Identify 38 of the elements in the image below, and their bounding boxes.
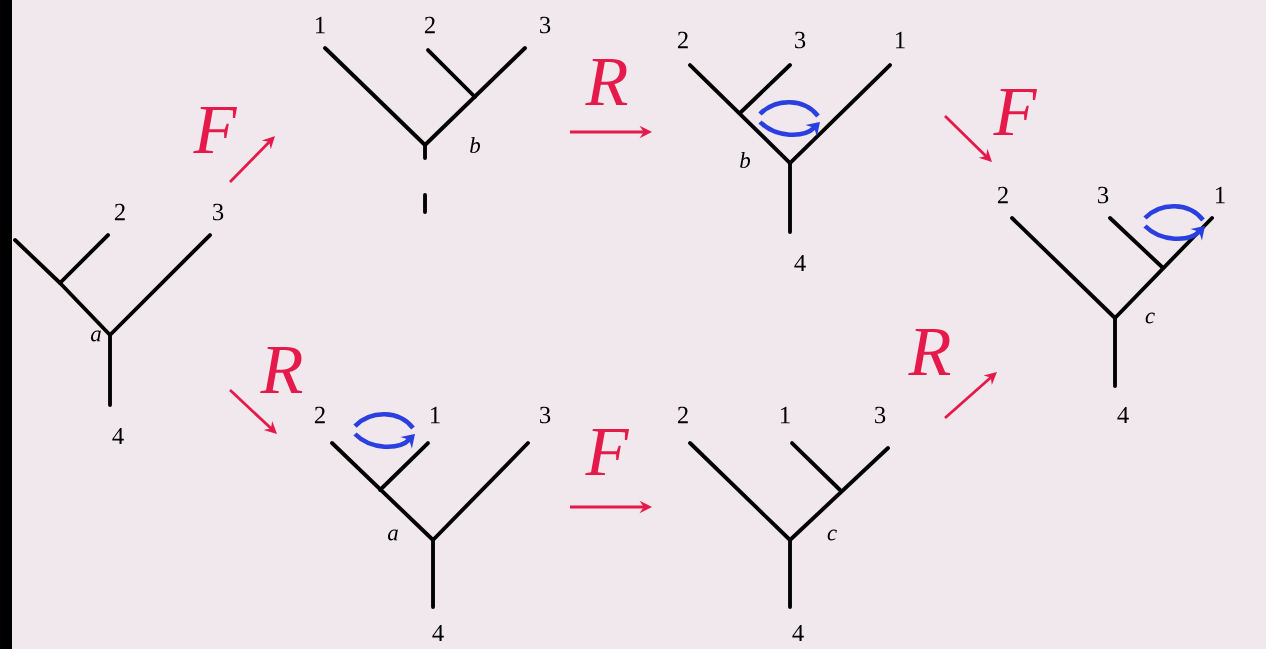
node-label: b bbox=[470, 136, 480, 154]
arrow bbox=[229, 136, 275, 183]
leaf-label: 2 bbox=[314, 406, 325, 424]
leaf-label: 2 bbox=[677, 406, 688, 424]
leaf-label: 4 bbox=[794, 254, 806, 272]
leaf-label: 3 bbox=[795, 31, 806, 49]
leaf-label: 3 bbox=[213, 203, 224, 221]
leaf-label: 4 bbox=[112, 427, 124, 445]
node-label: a bbox=[388, 529, 398, 541]
leaf-label: 3 bbox=[1098, 186, 1109, 204]
leaf-label: 4 bbox=[1117, 406, 1129, 424]
node-label: b bbox=[740, 151, 750, 169]
leaf-label: 1 bbox=[316, 16, 325, 34]
leaf-label: 2 bbox=[424, 16, 435, 34]
edge-label: R bbox=[585, 59, 628, 105]
leaf-label: 2 bbox=[677, 31, 688, 49]
arrow bbox=[229, 389, 277, 434]
leaf-label: 4 bbox=[792, 624, 804, 642]
leaf-label: 1 bbox=[896, 31, 905, 49]
node-label: c bbox=[1145, 312, 1155, 324]
node-label: c bbox=[827, 529, 837, 541]
edge-label: F bbox=[585, 429, 630, 475]
leaf-label: 4 bbox=[432, 624, 444, 642]
leaf-label: 3 bbox=[875, 406, 886, 424]
leaf-label: 1 bbox=[1216, 186, 1225, 204]
edge-label: R bbox=[908, 329, 951, 375]
leaf-label: 3 bbox=[540, 16, 551, 34]
leaf-label: 1 bbox=[431, 406, 440, 424]
arrow bbox=[944, 372, 997, 420]
edge-label: R bbox=[260, 347, 303, 393]
leaf-label: 3 bbox=[540, 406, 551, 424]
leaf-label: 2 bbox=[997, 186, 1008, 204]
node-label: a bbox=[91, 330, 101, 342]
edge-label: F bbox=[993, 89, 1038, 135]
leaf-label: 2 bbox=[114, 203, 125, 221]
edge-label: F bbox=[193, 107, 238, 153]
arrow bbox=[944, 115, 992, 162]
leaf-label: 1 bbox=[781, 406, 790, 424]
